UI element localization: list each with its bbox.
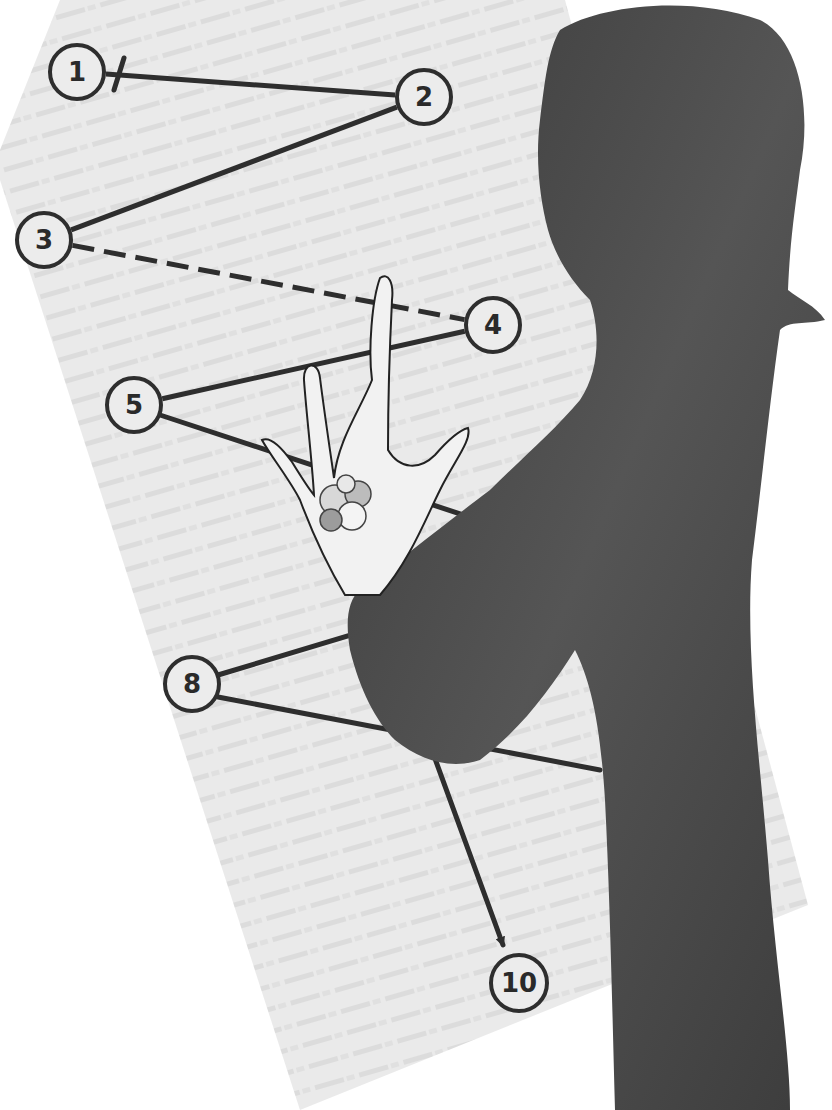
step-circle: 2 <box>395 68 453 126</box>
step-circle: 1 <box>48 43 106 101</box>
step-circle: 4 <box>464 296 522 354</box>
step-circle: 5 <box>105 376 163 434</box>
step-circle: 10 <box>489 953 549 1013</box>
connector-line <box>106 74 395 95</box>
step-number: 4 <box>484 312 502 338</box>
step-number: 5 <box>125 392 143 418</box>
step-number: 8 <box>183 671 201 697</box>
connector-line <box>71 107 397 230</box>
step-number: 10 <box>501 970 537 996</box>
step-number: 3 <box>35 227 53 253</box>
step-circle: 3 <box>15 211 73 269</box>
step-number: 1 <box>68 59 86 85</box>
step-number: 2 <box>415 84 433 110</box>
step-circle: 8 <box>163 655 221 713</box>
dashed-connector <box>72 245 464 319</box>
